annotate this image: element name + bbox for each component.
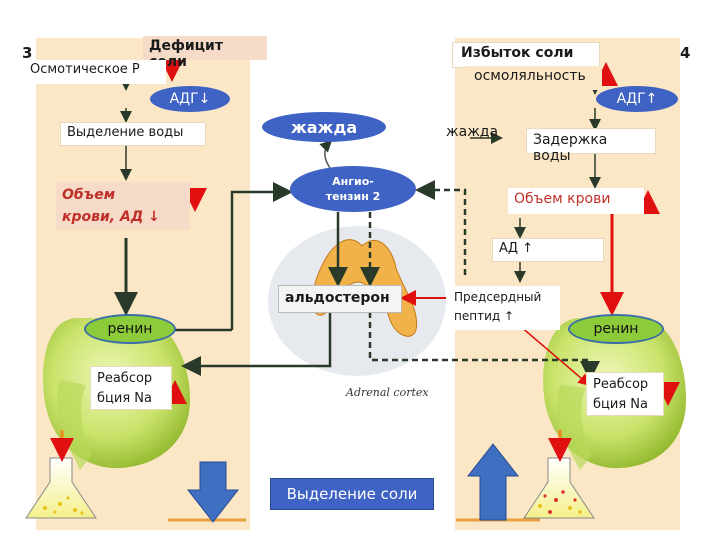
- right-renin-ellipse: ренин: [568, 314, 664, 344]
- slide-number-left: 3: [22, 44, 33, 62]
- osmolality-label: осмоляльность: [466, 66, 602, 90]
- right-thirst-label: жажда: [446, 124, 499, 140]
- angiotensin-ellipse: Ангио- тензин 2: [290, 166, 416, 212]
- salt-deficit-label: Дефицит соли: [143, 36, 267, 70]
- salt-excess-label: Избыток соли: [452, 42, 600, 68]
- right-adh-ellipse: АДГ↑: [596, 86, 678, 112]
- left-blood-volume-label: Объем крови, АД ↓: [56, 182, 190, 230]
- right-adh-label: АДГ↑: [616, 91, 658, 107]
- right-blood-volume-label: Объем крови: [508, 188, 644, 214]
- slide-number-right: 4: [680, 44, 691, 62]
- left-adh-ellipse: АДГ↓: [150, 86, 230, 112]
- right-na-reabsorption-label: Реабсор бция Na: [586, 372, 664, 416]
- left-na-reabsorption-label: Реабсор бция Na: [90, 366, 172, 410]
- right-renin-label: ренин: [593, 321, 639, 337]
- salt-excretion-label: Выделение соли: [286, 485, 418, 503]
- salt-decrease-arrow: [186, 461, 240, 523]
- right-flask: [523, 457, 595, 519]
- left-renin-ellipse: ренин: [84, 314, 176, 344]
- center-thirst-ellipse: жажда: [262, 112, 386, 142]
- osmotic-pressure-label: Осмотическое Р: [24, 60, 166, 84]
- water-retention-label: Задержка воды: [526, 128, 656, 164]
- center-thirst-label: жажда: [290, 117, 358, 137]
- left-flask: [25, 457, 97, 519]
- water-release-label: Выделение воды: [60, 122, 206, 146]
- left-adh-label: АДГ↓: [169, 91, 211, 107]
- right-bp-label: АД ↑: [492, 238, 604, 262]
- left-renin-label: ренин: [107, 321, 153, 337]
- angiotensin-label: Ангио- тензин 2: [325, 175, 381, 203]
- salt-excretion-box: Выделение соли: [270, 478, 434, 510]
- adrenal-cortex-caption: Adrenal cortex: [346, 386, 429, 399]
- atrial-peptide-label: Предсердный пептид ↑: [448, 286, 560, 330]
- aldosterone-label: альдостерон: [278, 285, 402, 313]
- salt-increase-arrow: [466, 443, 520, 521]
